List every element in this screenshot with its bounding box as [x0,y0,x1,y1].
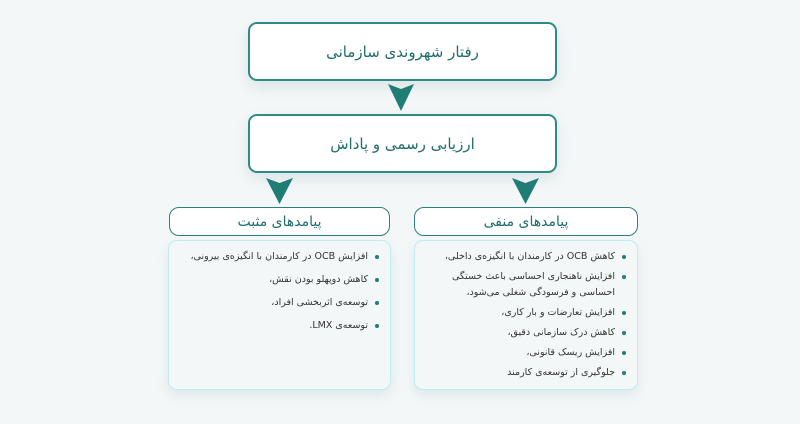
list-item: کاهش OCB در کارمندان با انگیزه‌ی داخلی، [423,249,626,265]
list-item: توسعه‌ی LMX. [177,318,379,334]
bullet-icon [622,311,626,315]
bullet-icon [622,371,626,375]
arrow-down-icon [388,84,414,111]
node-organizational-citizenship-behavior: رفتار شهروندی سازمانی [248,22,557,81]
bullet-icon [375,255,379,259]
list-item: افزایش ناهنجاری احساسی باعث خستگی احساسی… [423,269,626,301]
node-label: رفتار شهروندی سازمانی [326,42,479,61]
list-item: جلوگیری از توسعه‌ی کارمند [423,365,626,381]
list-item: توسعه‌ی اثربخشی افراد، [177,295,379,311]
arrow-down-icon [266,178,293,204]
list-item: افزایش ریسک قانونی، [423,345,626,361]
list-item: کاهش درک سازمانی دقیق، [423,325,626,341]
node-formal-evaluation-reward: ارزیابی رسمی و پاداش [248,114,557,173]
arrow-down-icon [512,178,539,204]
bullet-icon [375,324,379,328]
bullet-icon [375,301,379,305]
negative-outcomes-title: پیامدهای منفی [483,213,569,230]
bullet-icon [622,255,626,259]
bullet-icon [622,331,626,335]
bullet-icon [375,278,379,282]
bullet-icon [622,351,626,355]
bullet-icon [622,275,626,279]
negative-outcomes-list: کاهش OCB در کارمندان با انگیزه‌ی داخلی، … [414,240,638,390]
positive-outcomes-list: افزایش OCB در کارمندان با انگیزه‌ی بیرون… [168,240,391,390]
list-item: افزایش تعارضات و بار کاری، [423,305,626,321]
negative-outcomes-header: پیامدهای منفی [414,207,638,236]
positive-outcomes-header: پیامدهای مثبت [169,207,390,236]
node-label: ارزیابی رسمی و پاداش [330,134,475,153]
list-item: افزایش OCB در کارمندان با انگیزه‌ی بیرون… [177,249,379,265]
positive-outcomes-title: پیامدهای مثبت [237,213,322,230]
list-item: کاهش دوپهلو بودن نقش، [177,272,379,288]
